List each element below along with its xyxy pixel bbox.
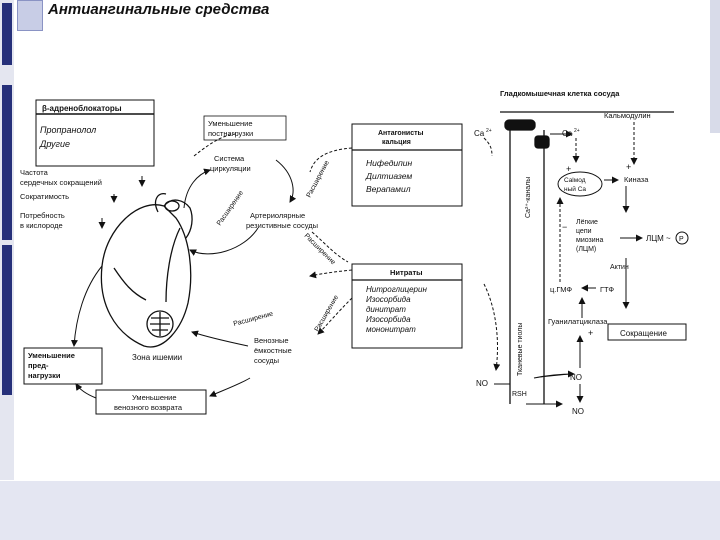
ca-channels-label: Ca²⁺-каналы	[525, 177, 532, 218]
left-effects: Частота сердечных сокращений Сократимост…	[20, 168, 146, 230]
lcm-p-label: ЛЦМ ~	[646, 234, 671, 243]
contraction-box: Сокращение	[607, 323, 687, 341]
plus-sign: +	[566, 164, 571, 174]
circulation-label: Система циркуляции	[210, 154, 251, 173]
venous-label: Венозные ёмкостные сосуды	[254, 336, 292, 365]
light-chains-label: Лёгкие цепи миозина (ЛЦМ)	[576, 219, 604, 253]
svg-text:(ЛЦМ): (ЛЦМ)	[576, 246, 596, 253]
svg-text:Венозные: Венозные	[254, 336, 289, 345]
thiols-label: Тканевые тиолы	[517, 323, 524, 376]
calmodulin-complex: Calмод ный Ca	[557, 171, 603, 197]
svg-text:Антагонисты: Антагонисты	[378, 130, 424, 137]
effect-label: в кислороде	[20, 221, 63, 230]
footer-band	[0, 481, 720, 540]
svg-text:Расширение: Расширение	[233, 311, 274, 328]
svg-text:Расширение: Расширение	[314, 294, 341, 333]
svg-text:пред-: пред-	[28, 361, 49, 370]
left-bar-segment	[2, 245, 12, 395]
no3-label: NO	[476, 379, 488, 388]
ca-antagonist-drug: Дилтиазем	[365, 171, 412, 181]
minus-sign: −	[562, 222, 567, 232]
ca-outside: Ca	[474, 129, 485, 138]
effect-label: Потребность	[20, 211, 65, 220]
svg-text:цепи: цепи	[576, 228, 592, 235]
nitrate-drug: Изосорбида	[366, 315, 411, 324]
afterload-label: Уменьшение постнагрузки	[203, 115, 287, 141]
calcium-antagonists-box: Антагонисты кальция Нифедипин Дилтиазем …	[351, 123, 463, 207]
nitrate-drug: Нитроглицерин	[366, 285, 427, 294]
nitrates-box: Нитраты Нитроглицерин Изосорбида динитра…	[351, 263, 463, 349]
svg-text:Уменьшение: Уменьшение	[132, 393, 177, 402]
arterioles-label: Артериолярные резистивные сосуды	[246, 211, 318, 230]
slide-title: Антиангинальные средства	[48, 1, 270, 18]
svg-text:Нитраты: Нитраты	[390, 268, 423, 277]
venous-return-box: Уменьшение венозного возврата	[95, 389, 207, 415]
effect-label: сердечных сокращений	[20, 178, 102, 187]
svg-text:P: P	[679, 236, 684, 243]
no2-label: NO	[572, 407, 584, 416]
kinase-label: Киназа	[624, 175, 649, 184]
antianginal-diagram: β-адреноблокаторы Пропранолол Другие Час…	[20, 89, 689, 416]
cell-membrane	[500, 111, 674, 404]
svg-text:2+: 2+	[486, 128, 492, 134]
svg-text:Calмод: Calмод	[564, 177, 586, 184]
svg-text:Расширение: Расширение	[306, 160, 331, 199]
left-bar-segment	[2, 85, 12, 240]
heart-illustration	[100, 193, 193, 348]
guanylate-label: Гуанилатциклаза	[548, 317, 608, 326]
beta-blocker-drug: Пропранолол	[40, 125, 96, 135]
actin-label: Актин	[610, 264, 629, 271]
title-marker-box	[17, 0, 43, 31]
effect-label: Сократимость	[20, 192, 69, 201]
plus-sign: +	[626, 162, 631, 172]
rsh-to-no	[533, 370, 575, 379]
svg-text:сосуды: сосуды	[254, 356, 279, 365]
left-side-bar	[0, 0, 14, 480]
svg-text:циркуляции: циркуляции	[210, 164, 251, 173]
svg-text:Артериолярные: Артериолярные	[250, 211, 305, 220]
svg-text:Система: Система	[214, 154, 245, 163]
gtp-label: ГТФ	[600, 285, 614, 294]
beta-blockers-header: β-адреноблокаторы	[42, 104, 122, 113]
svg-text:миозина: миозина	[576, 237, 604, 244]
ca-antagonist-drug: Нифедипин	[366, 158, 413, 168]
svg-text:венозного возврата: венозного возврата	[114, 403, 183, 412]
ca-antagonist-drug: Верапамил	[366, 184, 411, 194]
cgmp-label: ц.ГМФ	[550, 285, 572, 294]
no-label: NO	[570, 373, 582, 382]
svg-text:ёмкостные: ёмкостные	[254, 346, 292, 355]
calmodulin-label: Кальмодулин	[604, 111, 651, 120]
flow-arrows	[70, 133, 501, 399]
nitrate-drug: динитрат	[366, 305, 406, 314]
svg-text:+: +	[588, 328, 593, 338]
effect-label: Частота	[20, 168, 49, 177]
right-side-bar	[710, 0, 720, 133]
nitrate-drug: Изосорбида	[366, 295, 411, 304]
svg-text:Сокращение: Сокращение	[620, 329, 667, 338]
svg-text:Уменьшение: Уменьшение	[208, 119, 253, 128]
left-bar-segment	[2, 3, 12, 65]
svg-text:Уменьшение: Уменьшение	[28, 351, 75, 360]
preload-box: Уменьшение пред- нагрузки	[23, 347, 103, 385]
ischemia-label: Зона ишемии	[132, 353, 182, 362]
phosphate-icon	[675, 231, 689, 245]
svg-text:резистивные сосуды: резистивные сосуды	[246, 221, 318, 230]
svg-text:2+: 2+	[574, 128, 580, 134]
nitrate-drug: мононитрат	[366, 325, 416, 334]
svg-text:Расширение: Расширение	[216, 190, 245, 228]
svg-text:Лёгкие: Лёгкие	[576, 219, 598, 226]
svg-text:ный Ca: ный Ca	[564, 185, 586, 193]
svg-text:нагрузки: нагрузки	[28, 371, 61, 380]
rsh-label: RSH	[512, 391, 527, 398]
svg-text:кальция: кальция	[382, 139, 411, 146]
beta-blocker-drug: Другие	[39, 139, 70, 149]
svg-text:постнагрузки: постнагрузки	[208, 129, 253, 138]
beta-blockers-box: β-адреноблокаторы Пропранолол Другие	[35, 99, 155, 167]
smooth-muscle-title: Гладкомышечная клетка сосуда	[500, 89, 620, 98]
expansion-labels: Расширение Расширение Расширение Расшире…	[216, 160, 340, 333]
